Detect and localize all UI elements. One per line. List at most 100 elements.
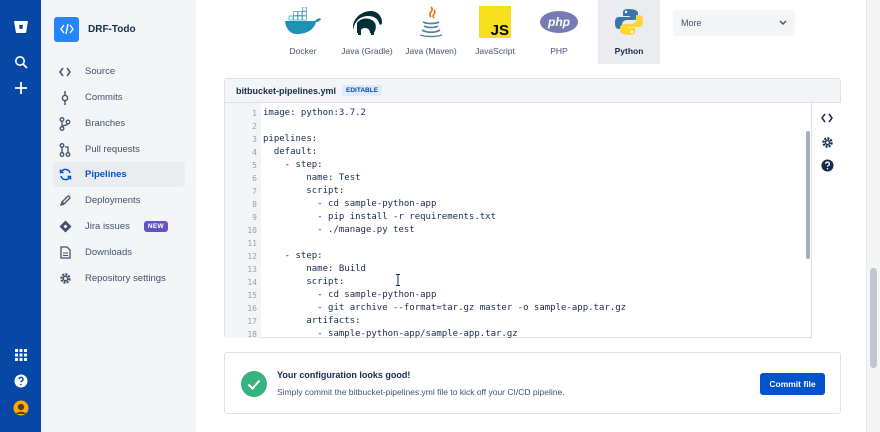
branch-icon [53,116,77,131]
downloads-icon [53,246,77,259]
template-label: PHP [550,46,568,56]
line-number: 10 [247,226,257,235]
code-line: 14 script: [225,276,805,289]
template-javascript[interactable]: JS JavaScript [464,0,526,64]
sidebar-item-deployments[interactable]: Deployments [53,188,185,213]
template-label: Java (Maven) [405,46,457,56]
sidebar-item-pipelines[interactable]: Pipelines [53,162,185,187]
notice-text: Simply commit the bitbucket-pipelines.ym… [277,387,565,397]
line-number: 14 [247,278,257,287]
pipelines-icon [53,168,77,181]
sidebar-item-source[interactable]: Source [53,59,185,84]
code-line: 4 default: [225,146,805,159]
sidebar-item-label: Commits [85,92,123,103]
sidebar-item-label: Jira issues [85,221,130,232]
config-valid-notice: Your configuration looks good! Simply co… [224,352,841,414]
text-cursor-icon [395,273,401,286]
line-number: 2 [252,122,257,131]
page-scrollbar-thumb[interactable] [870,268,877,368]
code-line: 5 - step: [225,159,805,172]
template-docker[interactable]: Docker [272,0,334,64]
template-python[interactable]: Python [598,0,660,64]
sidebar-item-branches[interactable]: Branches [53,111,185,136]
javascript-logo-icon: JS [464,0,526,44]
check-circle-icon [241,371,267,397]
page-scrollbar[interactable] [866,0,880,432]
sidebar-item-repository-settings[interactable]: Repository settings [53,266,185,291]
line-number: 17 [247,317,257,326]
line-number: 8 [252,200,257,209]
code-line: 12 - step: [225,250,805,263]
line-number: 5 [252,161,257,170]
create-icon[interactable] [0,75,41,101]
avatar[interactable] [0,395,41,421]
gradle-logo-icon [336,0,398,44]
help-icon[interactable] [0,368,41,394]
bitbucket-logo-icon[interactable] [0,14,41,40]
line-number: 6 [252,174,257,183]
code-line: 16 - git archive --format=tar.gz master … [225,302,805,315]
sidebar-item-label: Branches [85,118,126,129]
code-line: 9 - pip install -r requirements.txt [225,211,805,224]
commit-file-button[interactable]: Commit file [760,373,825,395]
svg-text:JS: JS [491,22,509,38]
search-icon[interactable] [0,49,41,75]
repository-sidebar: DRF-Todo Source Commits Branches Pull re… [41,0,196,432]
line-text: image: python:3.7.2 [263,108,366,118]
editor-scrollbar[interactable] [806,131,810,259]
template-java-maven[interactable]: Java (Maven) [400,0,462,64]
code-line: 10 - ./manage.py test [225,224,805,237]
line-text: - step: [263,251,323,261]
sidebar-item-pull-requests[interactable]: Pull requests [53,137,185,162]
template-php[interactable]: php PHP [528,0,590,64]
pull-request-icon [53,142,77,157]
line-text: name: Test [263,173,361,183]
more-select-label: More [681,18,702,28]
editable-badge: EDITABLE [342,85,383,96]
line-number: 18 [247,330,257,338]
chevron-down-icon [779,18,787,28]
help-icon[interactable] [817,155,837,175]
line-text: - pip install -r requirements.txt [263,212,496,222]
line-text: - sample-python-app/sample-app.tar.gz [263,329,518,338]
sidebar-item-downloads[interactable]: Downloads [53,240,185,265]
code-line: 13 name: Build [225,263,805,276]
repo-header[interactable]: DRF-Todo [54,15,194,43]
editor-header: bitbucket-pipelines.yml EDITABLE [225,79,840,103]
sidebar-item-commits[interactable]: Commits [53,85,185,110]
sidebar-item-label: Repository settings [85,273,166,284]
line-number: 7 [252,187,257,196]
line-number: 16 [247,304,257,313]
view-source-icon[interactable] [817,108,837,128]
line-number: 15 [247,291,257,300]
app-switcher-icon[interactable] [0,342,41,368]
sidebar-item-label: Pull requests [85,144,140,155]
more-templates-select[interactable]: More [673,10,795,36]
line-number: 4 [252,148,257,157]
template-label: Python [614,46,644,56]
code-icon [53,67,77,77]
template-java-gradle[interactable]: Java (Gradle) [336,0,398,64]
php-logo-icon: php [528,0,590,44]
sidebar-item-jira-issues[interactable]: Jira issues NEW [53,214,185,239]
settings-gear-icon[interactable] [817,132,837,152]
new-badge: NEW [143,221,168,232]
line-number: 11 [247,239,257,248]
code-line: 17 artifacts: [225,315,805,328]
pipelines-main: Docker Java (Gradle) Java (Maven) [196,0,866,432]
line-text: - git archive --format=tar.gz master -o … [263,303,627,313]
sidebar-item-label: Source [85,66,116,77]
sidebar-item-label: Downloads [85,247,132,258]
line-text: artifacts: [263,316,361,326]
jira-icon [53,220,77,233]
notice-title: Your configuration looks good! [277,370,411,380]
line-number: 9 [252,213,257,222]
repo-name: DRF-Todo [88,23,136,35]
line-text: script: [263,277,345,287]
line-number: 12 [247,252,257,261]
line-text: default: [263,147,318,157]
